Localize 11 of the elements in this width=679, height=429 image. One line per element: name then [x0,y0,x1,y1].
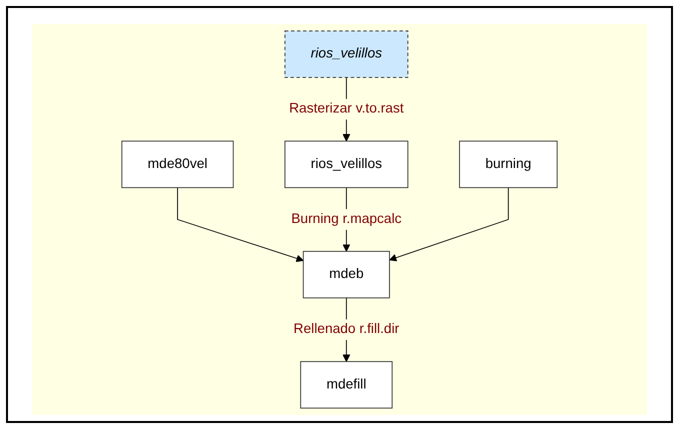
node-box: mdefill [300,361,393,409]
arrow [389,187,509,262]
edge-label: Burning r.mapcalc [291,212,402,226]
node-box: mde80vel [121,140,234,188]
arrow [177,187,304,262]
node-box: rios_velillos [284,30,408,78]
node-box: mdeb [302,250,390,298]
edge-label: Rellenado r.fill.dir [294,322,400,337]
node-box: rios_velillos [284,140,408,188]
edge-label: Rasterizar v.to.rast [289,102,404,116]
node-box: burning [459,140,558,188]
